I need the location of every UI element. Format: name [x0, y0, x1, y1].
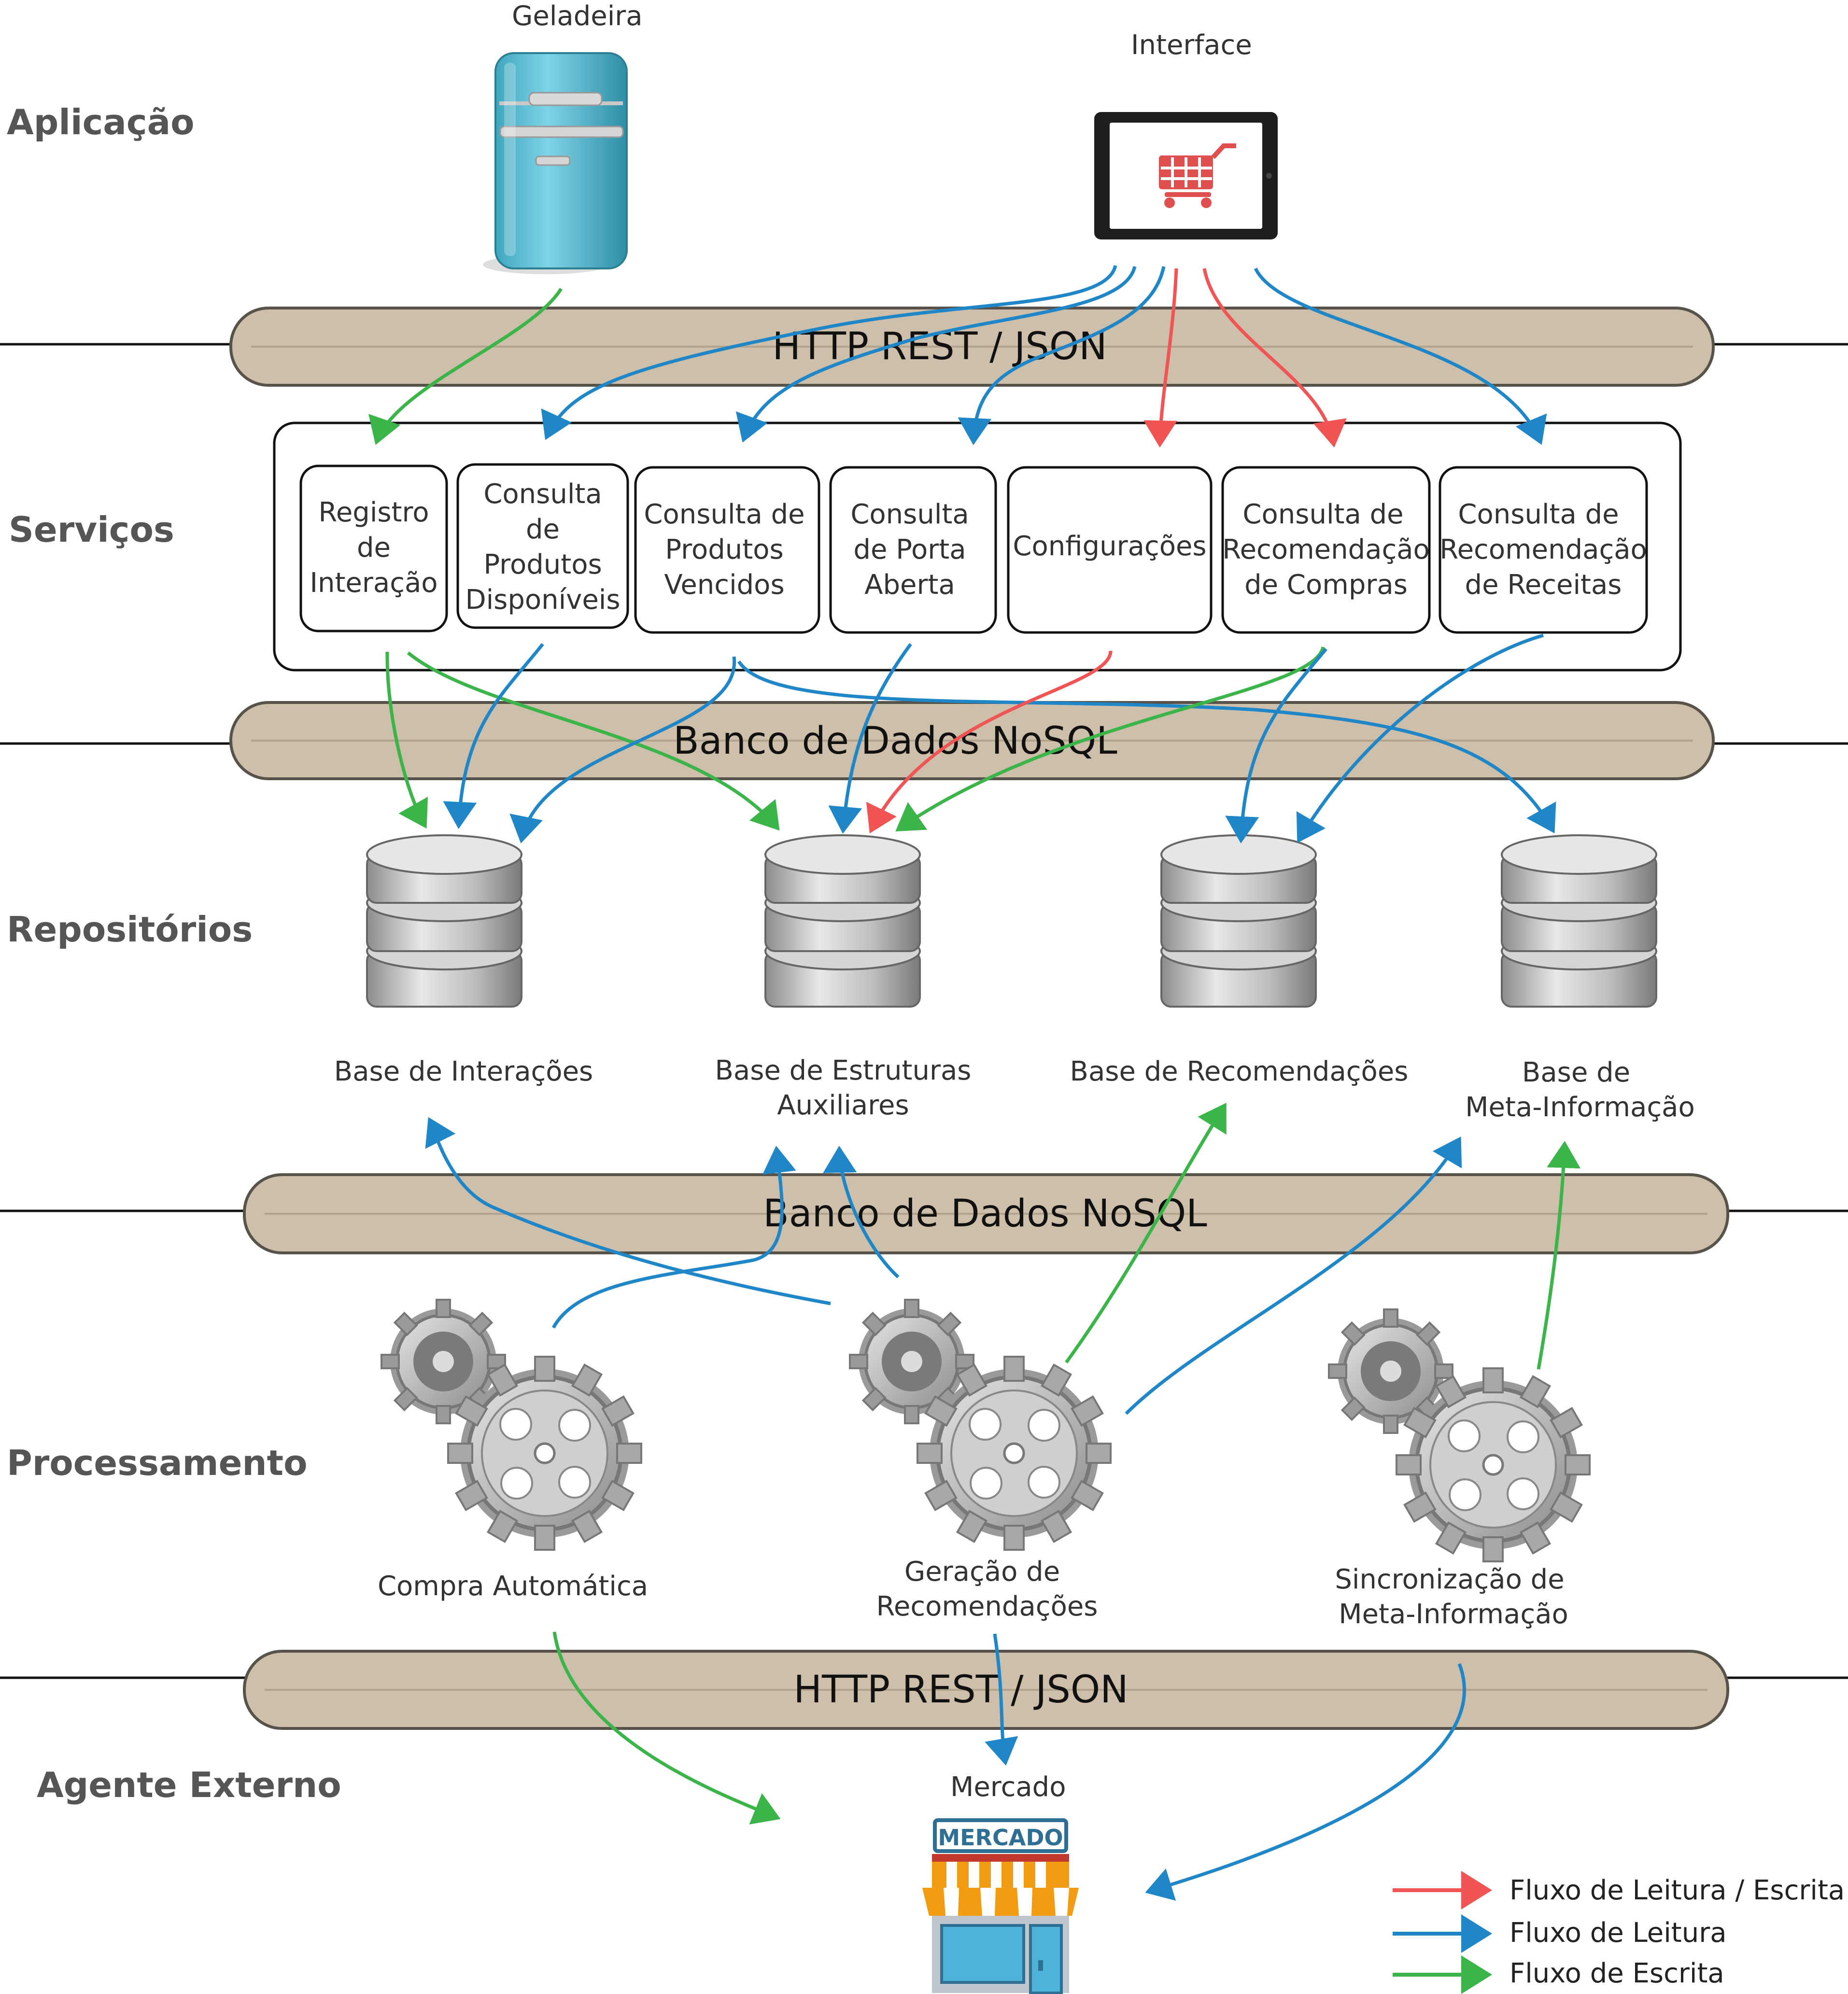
bus-http-top: HTTP REST / JSON — [229, 307, 1715, 387]
service-text-line: Consulta de — [1242, 499, 1403, 530]
flow-arrow-write — [1537, 1141, 1581, 1370]
layer-labels: Aplicação Serviços Repositórios Processa… — [7, 102, 341, 1805]
bus-nosql-upper: Banco de Dados NoSQL — [229, 701, 1715, 780]
bus-label-nosql-upper: Banco de Dados NoSQL — [673, 719, 1117, 763]
legend: Fluxo de Leitura / Escrita Fluxo de Leit… — [1393, 1871, 1845, 1994]
repo-label-interacoes: Base de Interações — [334, 1056, 593, 1087]
flow-arrow-write — [368, 288, 563, 445]
service-text-line: Produtos — [665, 534, 783, 565]
service-recomendacao-compras: Consulta de Recomendação de Compras — [1221, 466, 1431, 634]
gears-icon — [849, 1299, 1112, 1551]
market-label: Mercado — [950, 1771, 1066, 1803]
service-text-line: Aberta — [864, 569, 955, 601]
repo-label-estruturas-auxiliares: Base de Estruturas — [715, 1055, 972, 1086]
process-label-sincronizacao: Sincronização de — [1335, 1564, 1564, 1595]
process-label-geracao-recomendacoes-line2: Recomendações — [876, 1591, 1098, 1622]
flow-arrow-read — [735, 266, 1137, 443]
database-icon — [366, 834, 522, 1008]
service-text-line: Consulta — [850, 499, 969, 530]
service-text-line: Interação — [310, 567, 437, 599]
repo-label-recomendacoes: Base de Recomendações — [1070, 1056, 1409, 1087]
service-text-line: Disponíveis — [465, 584, 620, 616]
service-registro-interacao: Registro de Interação — [299, 464, 448, 632]
database-icon — [764, 834, 921, 1008]
repo-label-meta-informacao-line2: Meta-Informação — [1465, 1092, 1695, 1123]
service-consulta-produtos-disponiveis: Consulta de Produtos Disponíveis — [456, 463, 629, 629]
service-text-line: Registro — [318, 497, 429, 528]
flow-arrow-write — [895, 646, 1325, 832]
repo-label-estruturas-auxiliares-line2: Auxiliares — [777, 1090, 909, 1121]
service-text-line: Consulta de — [644, 499, 804, 530]
service-text-line: de — [357, 532, 391, 563]
flow-arrow-read — [823, 1146, 900, 1278]
gears-icon — [1328, 1308, 1591, 1562]
service-text-line: de Porta — [853, 534, 966, 565]
layer-label-agente-externo: Agente Externo — [37, 1765, 341, 1805]
flow-arrow-read — [425, 1117, 831, 1306]
flow-arrow-read-write — [1202, 268, 1347, 448]
flow-arrow-read — [1296, 633, 1544, 843]
flow-arrow-write — [552, 1631, 781, 1825]
service-recomendacao-receitas: Consulta de Recomendação de Receitas — [1439, 466, 1648, 634]
legend-label-read: Fluxo de Leitura — [1509, 1917, 1727, 1949]
flow-arrow-write — [407, 651, 780, 831]
legend-label-write: Fluxo de Escrita — [1509, 1958, 1724, 1989]
flow-arrow-read — [1225, 647, 1327, 843]
flow-arrow-read — [1125, 1136, 1462, 1415]
service-text-line: Recomendação — [1222, 534, 1430, 565]
flow-arrow-read — [1254, 267, 1547, 445]
layer-label-processamento: Processamento — [7, 1443, 308, 1483]
database-icon — [1160, 834, 1317, 1008]
flow-arrow-write — [1065, 1103, 1227, 1364]
service-text-line: de Receitas — [1465, 569, 1622, 601]
flow-arrows — [368, 265, 1581, 1901]
service-text-line: Recomendação — [1439, 534, 1647, 565]
fridge-label: Geladeira — [512, 0, 643, 32]
flow-arrow-read — [443, 643, 544, 829]
service-text-line: Consulta — [483, 478, 602, 510]
flow-arrow-read — [958, 266, 1166, 445]
service-text-line: de — [526, 514, 560, 545]
layer-label-aplicacao: Aplicação — [7, 102, 195, 142]
bus-http-bottom: HTTP REST / JSON — [243, 1650, 1729, 1730]
fridge-icon — [483, 52, 628, 274]
service-text-line: Consulta de — [1458, 499, 1619, 530]
bus-label-nosql-lower: Banco de Dados NoSQL — [763, 1192, 1207, 1236]
service-text-line: Vencidos — [664, 569, 784, 601]
layer-label-servicos: Serviços — [9, 509, 174, 550]
process-label-sincronizacao-line2: Meta-Informação — [1339, 1599, 1568, 1630]
process-label-geracao-recomendacoes: Geração de — [904, 1556, 1060, 1587]
flow-arrow-read — [1145, 1663, 1466, 1901]
flow-arrow-read — [828, 643, 912, 834]
repo-label-meta-informacao: Base de — [1522, 1057, 1630, 1088]
service-text-line: de Compras — [1244, 569, 1408, 601]
service-consulta-porta-aberta: Consulta de Porta Aberta — [829, 466, 997, 634]
service-text-line: Produtos — [483, 549, 602, 580]
flow-arrow-read — [541, 265, 1117, 440]
flow-arrow-read-write — [866, 650, 1113, 834]
flow-arrow-read-write — [1143, 268, 1178, 448]
market-sign-text: MERCADO — [938, 1825, 1063, 1851]
gears-icon — [381, 1299, 642, 1551]
shopping-cart-icon — [1159, 143, 1236, 208]
bus-nosql-lower: Banco de Dados NoSQL — [243, 1173, 1729, 1254]
flow-arrow-read — [551, 1146, 796, 1329]
flow-arrow-read — [737, 660, 1556, 834]
legend-label-read-write: Fluxo de Leitura / Escrita — [1509, 1875, 1845, 1906]
service-configuracoes: Configurações — [1007, 466, 1213, 634]
bus-label-http-bottom: HTTP REST / JSON — [793, 1668, 1128, 1712]
flow-arrow-read — [985, 1633, 1018, 1766]
layer-label-repositorios: Repositórios — [7, 909, 253, 950]
process-label-compra-automatica: Compra Automática — [378, 1571, 648, 1602]
service-consulta-produtos-vencidos: Consulta de Produtos Vencidos — [634, 466, 820, 634]
market-store-icon: MERCADO — [922, 1818, 1079, 1994]
interface-label: Interface — [1131, 29, 1252, 61]
service-text-line: Configurações — [1013, 531, 1206, 562]
database-icon — [1501, 834, 1657, 1008]
flow-arrow-read — [509, 656, 736, 843]
flow-arrow-write — [385, 651, 428, 829]
